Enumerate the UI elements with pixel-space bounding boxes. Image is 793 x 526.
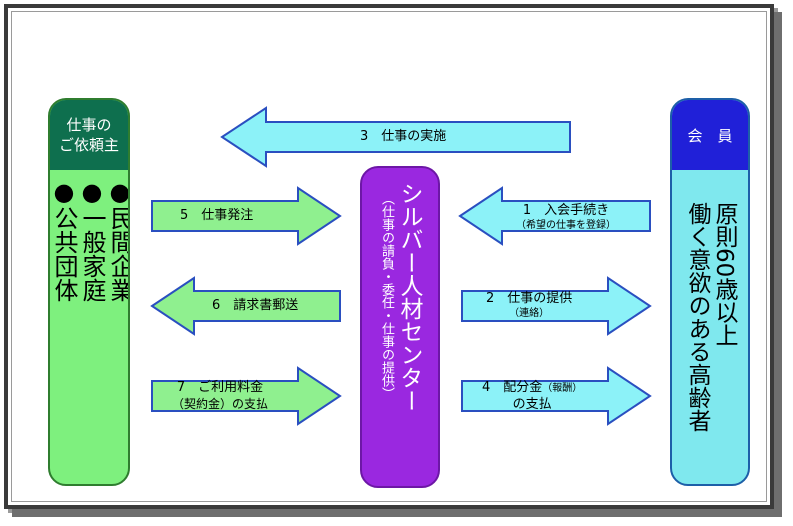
arrow-5-work-order: 5 仕事発注 [150, 186, 342, 246]
client-title-line1: 仕事の [66, 116, 112, 134]
client-header: 仕事の ご依頼主 [50, 100, 128, 170]
client-title-line2: ご依頼主 [58, 136, 119, 154]
arrow-7-payment: 7 ご利用料金 （契約金）の支払 [150, 366, 342, 426]
client-item-household: ●一般家庭 [78, 178, 106, 302]
silver-center-box: シルバー人材センター （仕事の請負・委任・仕事の提供） [360, 166, 440, 488]
arrow-2-title: 2 仕事の提供 [486, 291, 573, 306]
member-age: 原則60歳以上 [711, 202, 737, 347]
arrow-6-invoice: 6 請求書郵送 [150, 276, 342, 336]
client-item-private: ●民間企業 [106, 178, 130, 302]
arrow-1-label: 1 入会手続き （希望の仕事を登録） [516, 203, 616, 232]
arrow-left-icon [220, 106, 571, 168]
arrow-1-membership: 1 入会手続き （希望の仕事を登録） [458, 186, 652, 246]
arrow-7-subtitle: （契約金）の支払 [172, 397, 269, 411]
arrow-3-label: 3 仕事の実施 [360, 129, 447, 144]
arrow-3-work-execution: 3 仕事の実施 [220, 106, 572, 168]
member-desire: 働く意欲のある高齢者 [684, 202, 710, 432]
client-item-public: ●公共団体 [50, 178, 78, 302]
arrow-2-subtitle: （連絡） [509, 308, 550, 319]
arrow-1-title: 1 入会手続き [522, 203, 610, 218]
arrow-left-icon [458, 186, 651, 246]
arrow-right-icon [461, 276, 652, 336]
member-box: 会 員 原則60歳以上 働く意欲のある高齢者 [670, 98, 750, 486]
arrow-right-icon [151, 186, 342, 246]
arrow-4-label: 4 配分金（報酬） の支払 [482, 380, 582, 413]
arrow-4-title: 4 配分金 [482, 380, 543, 395]
arrow-6-label: 6 請求書郵送 [212, 298, 299, 313]
arrow-7-title: 7 ご利用料金 [176, 380, 264, 395]
arrow-right-icon [461, 366, 652, 426]
client-list: ●民間企業 ●一般家庭 ●公共団体 [50, 178, 128, 483]
center-role: （仕事の請負・委任・仕事の提供） [379, 192, 394, 400]
arrow-7-label: 7 ご利用料金 （契約金）の支払 [172, 380, 268, 412]
arrow-left-icon [150, 276, 341, 336]
member-description: 原則60歳以上 働く意欲のある高齢者 [680, 202, 740, 484]
arrow-5-label: 5 仕事発注 [180, 208, 254, 223]
arrow-4-distribution: 4 配分金（報酬） の支払 [460, 366, 652, 426]
arrow-4-subtitle: （報酬） [542, 383, 583, 394]
arrow-2-job-offer: 2 仕事の提供 （連絡） [460, 276, 652, 336]
arrow-2-label: 2 仕事の提供 （連絡） [486, 291, 572, 320]
arrow-right-icon [151, 366, 342, 426]
client-box: 仕事の ご依頼主 ●民間企業 ●一般家庭 ●公共団体 [48, 98, 130, 486]
center-name: シルバー人材センター [396, 182, 422, 412]
member-header: 会 員 [672, 100, 748, 170]
arrow-1-subtitle: （希望の仕事を登録） [516, 220, 616, 231]
arrow-4-line2: の支払 [512, 397, 552, 412]
